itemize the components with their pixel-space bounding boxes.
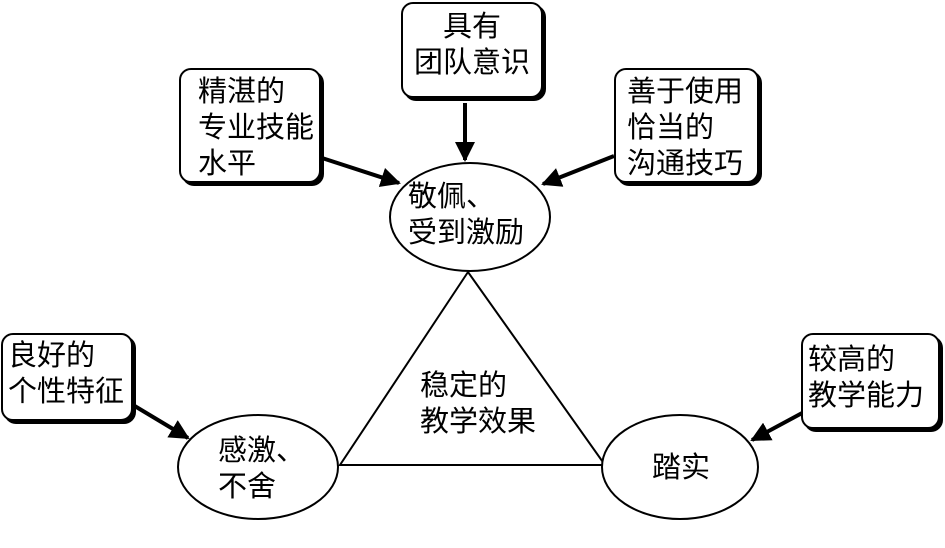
grateful-line-2: 不舍 xyxy=(218,469,277,503)
respect-ellipse xyxy=(389,162,551,272)
center-triangle xyxy=(338,270,607,466)
respect-label: 敬佩、 受到激励 xyxy=(408,178,524,250)
practical-label: 踏实 xyxy=(652,449,710,485)
arrow-teaching-to-practical xyxy=(750,410,805,442)
team-line-2: 团队意识 xyxy=(413,45,530,79)
skill-line-1: 精湛的 xyxy=(198,74,286,108)
comm-line-2: 恰当的 xyxy=(627,110,715,144)
skill-box xyxy=(179,68,321,183)
comm-box xyxy=(614,68,759,183)
skill-label: 精湛的 专业技能 水平 xyxy=(198,73,314,181)
team-line-1: 具有 xyxy=(442,9,501,43)
respect-line-1: 敬佩、 xyxy=(408,179,496,213)
grateful-ellipse xyxy=(177,414,339,520)
personal-box xyxy=(1,333,133,421)
grateful-line-1: 感激、 xyxy=(218,433,306,467)
personal-label: 良好的 个性特征 xyxy=(8,337,124,409)
personal-line-1: 良好的 xyxy=(8,338,96,372)
arrow-skill-to-respect xyxy=(321,156,401,187)
practical-ellipse xyxy=(601,414,759,520)
comm-line-1: 善于使用 xyxy=(627,74,744,108)
skill-line-2: 专业技能 xyxy=(198,110,315,144)
center-label: 稳定的 教学效果 xyxy=(420,367,536,439)
center-line-1: 稳定的 xyxy=(420,368,508,402)
personal-line-2: 个性特征 xyxy=(8,374,125,408)
teaching-box xyxy=(801,333,940,429)
teaching-line-2: 教学能力 xyxy=(808,378,925,412)
center-line-2: 教学效果 xyxy=(420,404,537,438)
team-label: 具有 团队意识 xyxy=(401,8,543,80)
teaching-label: 较高的 教学能力 xyxy=(808,341,924,413)
grateful-label: 感激、 不舍 xyxy=(218,432,305,504)
skill-line-3: 水平 xyxy=(198,146,257,180)
practical-line-1: 踏实 xyxy=(652,450,711,484)
arrow-personal-to-grateful xyxy=(131,403,190,440)
team-box xyxy=(401,2,543,98)
arrow-comm-to-respect xyxy=(541,154,615,187)
teaching-line-1: 较高的 xyxy=(808,342,896,376)
comm-line-3: 沟通技巧 xyxy=(627,146,744,180)
respect-line-2: 受到激励 xyxy=(408,215,525,249)
comm-label: 善于使用 恰当的 沟通技巧 xyxy=(627,73,743,181)
